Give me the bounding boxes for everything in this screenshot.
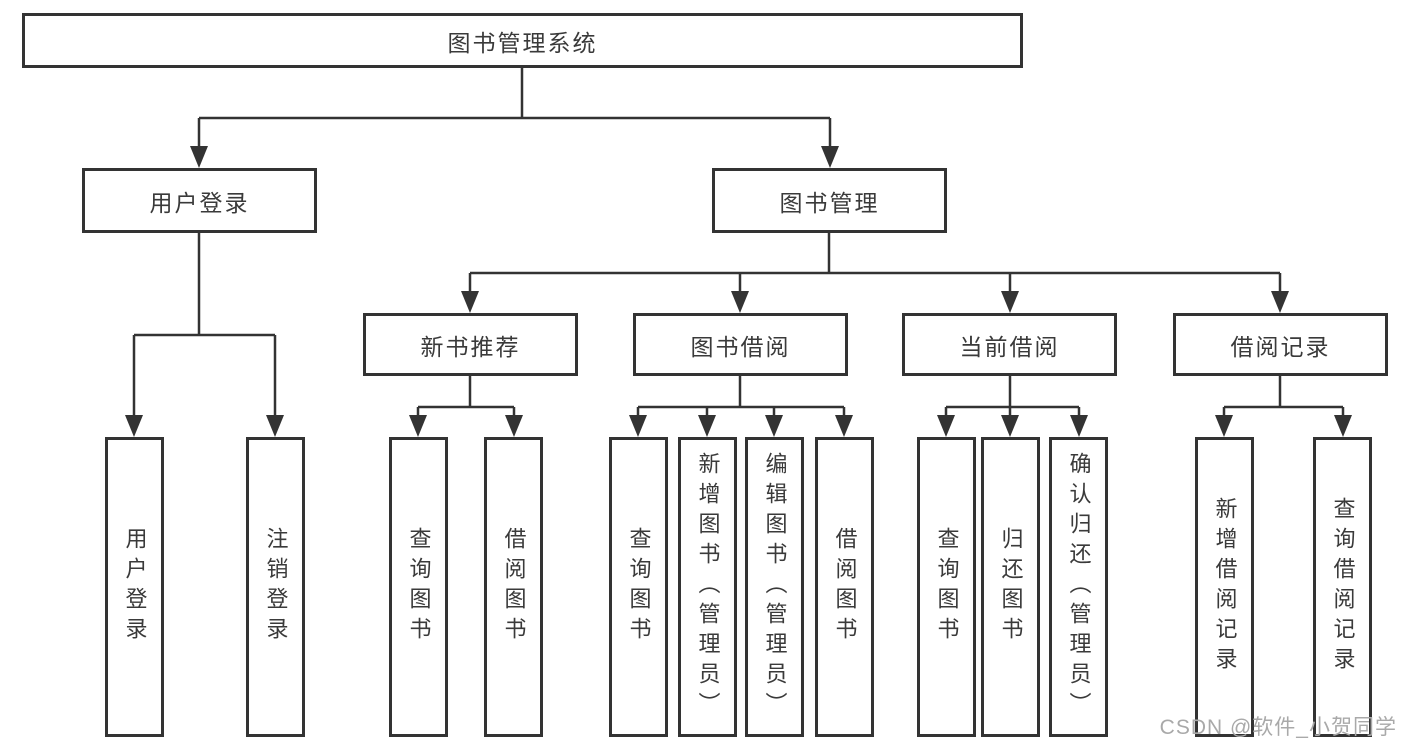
node-new-book-recommend: 新书推荐 xyxy=(363,313,578,376)
arrowhead-icons xyxy=(125,146,1352,437)
leaf-return-books: 归还图书 xyxy=(981,437,1040,737)
leaf-search-books-current: 查询图书 xyxy=(917,437,976,737)
leaf-edit-books-admin: 编辑图书（管理员） xyxy=(745,437,804,737)
leaf-borrow-books-recommend: 借阅图书 xyxy=(484,437,543,737)
watermark-text: CSDN @软件_小贺同学 xyxy=(1159,716,1397,739)
leaf-search-books-borrowing: 查询图书 xyxy=(609,437,668,737)
leaf-search-books-recommend: 查询图书 xyxy=(389,437,448,737)
leaf-confirm-return-admin: 确认归还（管理员） xyxy=(1049,437,1108,737)
node-book-borrowing: 图书借阅 xyxy=(633,313,848,376)
node-library-management-system: 图书管理系统 xyxy=(22,13,1023,68)
node-user-login: 用户登录 xyxy=(82,168,317,233)
leaf-borrow-books: 借阅图书 xyxy=(815,437,874,737)
node-borrow-records: 借阅记录 xyxy=(1173,313,1388,376)
leaf-add-books-admin: 新增图书（管理员） xyxy=(678,437,737,737)
leaf-add-borrow-record: 新增借阅记录 xyxy=(1195,437,1254,737)
leaf-user-login: 用户登录 xyxy=(105,437,164,737)
leaf-search-borrow-record: 查询借阅记录 xyxy=(1313,437,1372,737)
node-current-borrowing: 当前借阅 xyxy=(902,313,1117,376)
node-book-management: 图书管理 xyxy=(712,168,947,233)
leaf-logout: 注销登录 xyxy=(246,437,305,737)
